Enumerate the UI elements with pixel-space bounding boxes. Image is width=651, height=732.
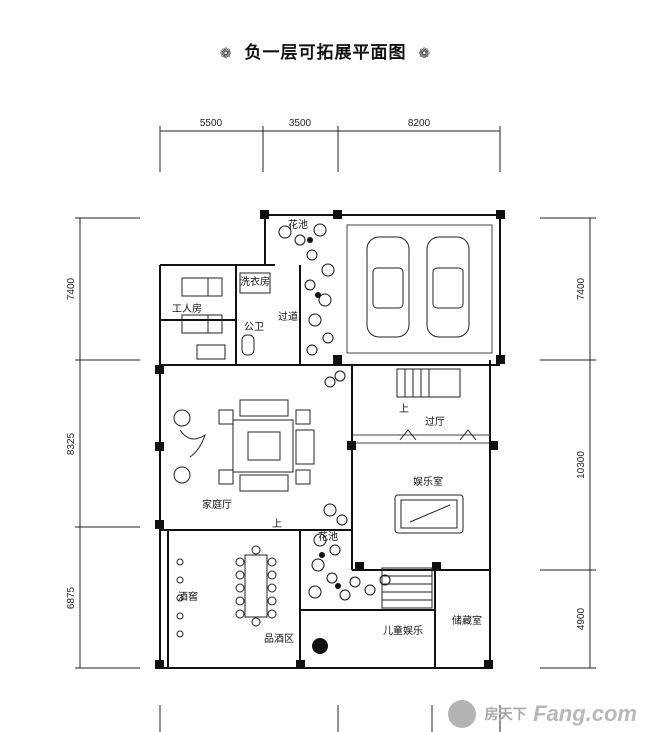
ornament-left-icon: ❁ [219,46,233,62]
label-up-left: 上 [272,518,282,530]
room-garden-top: 花池 [288,218,308,231]
dim-right-3: 4900 [576,607,587,630]
room-storage: 储藏室 [452,614,482,627]
room-garden-mid: 花池 [318,530,338,543]
room-tasting: 品酒区 [264,633,294,645]
room-wc: 公卫 [244,322,264,333]
garage-cars [366,236,470,338]
watermark-brand-cn: 房天下 [484,707,527,723]
plan-title-text: 负一层可拓展平面图 [244,43,407,63]
dim-left-1: 7400 [66,277,77,300]
entertainment-furniture [381,368,477,609]
room-lobby: 过厅 [425,415,445,428]
room-entertainment: 娱乐室 [413,475,443,488]
planter-plants [278,223,391,601]
watermark: 房天下 Fang.com [448,700,637,728]
dim-top-2: 3500 [289,118,312,129]
dim-top-3: 8200 [408,118,431,129]
room-corridor: 过道 [278,310,298,323]
room-kids: 儿童娱乐 [383,624,423,637]
room-family-hall: 家庭厅 [202,498,232,511]
dim-left-2: 8325 [66,432,77,455]
ornament-right-icon: ❁ [418,46,432,62]
dim-top-1: 5500 [200,118,223,129]
tasting-table [176,545,277,638]
label-up-right: 上 [399,403,409,415]
dim-right-2: 10300 [576,451,587,479]
watermark-logo-icon [448,700,477,728]
dim-right-1: 7400 [576,277,587,300]
watermark-brand-en: Fang.com [533,701,637,726]
room-laundry: 洗衣房 [240,275,270,288]
plan-title: ❁ 负一层可拓展平面图 ❁ [0,38,651,63]
dim-left-3: 6875 [66,586,77,609]
room-servant: 工人房 [172,302,202,315]
family-hall-furniture [173,399,315,492]
room-wine-cellar: 酒窖 [178,590,198,603]
